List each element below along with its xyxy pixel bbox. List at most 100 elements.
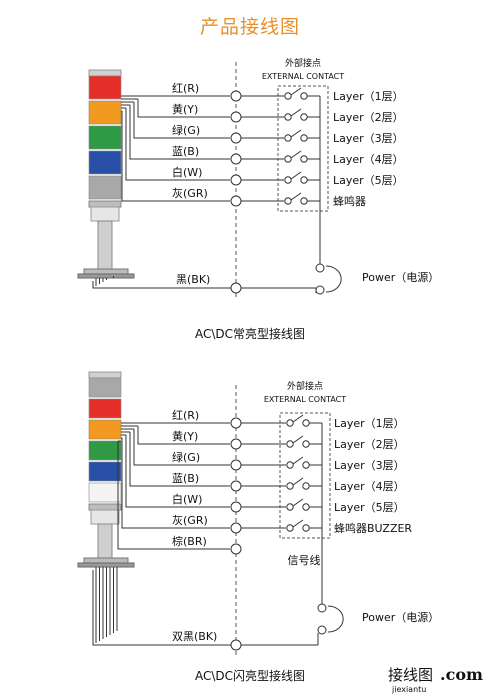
contact-point [300, 113, 308, 121]
wire [117, 441, 230, 550]
terminal [230, 111, 242, 123]
lamp-segment [88, 482, 122, 503]
switch-arm [292, 498, 304, 507]
contact-header-en: EXTERNAL CONTACT [262, 72, 344, 81]
common-label: 黑(BK) [176, 273, 210, 286]
wire [125, 108, 230, 181]
wire-label: 白(W) [172, 492, 202, 506]
lamp-segment [88, 419, 122, 440]
wire-label: 红(R) [172, 409, 199, 422]
contact-box [279, 412, 331, 539]
stack-foot [83, 557, 129, 564]
contact-point [286, 461, 294, 469]
wire-label: 棕(BR) [172, 534, 207, 548]
contact-point [302, 503, 310, 511]
stack-foot-plate [77, 562, 135, 568]
common-label: 双黑(BK) [172, 630, 217, 643]
wire-label: 蓝(B) [172, 472, 199, 485]
contact-point [302, 461, 310, 469]
stack-body [90, 509, 120, 525]
contact-point [286, 440, 294, 448]
wire [137, 99, 230, 118]
terminal [230, 90, 242, 102]
contact-point [302, 524, 310, 532]
output-label: Layer（5层） [333, 174, 404, 187]
output-label: Layer（4层） [333, 153, 404, 166]
terminal [230, 195, 242, 207]
output-label: Layer（3层） [333, 132, 404, 145]
contact-point [284, 176, 292, 184]
power-terminal [317, 603, 327, 613]
contact-box [277, 85, 329, 212]
lamp-segment [88, 461, 122, 482]
output-label: Layer（3层） [334, 459, 405, 472]
contact-point [286, 503, 294, 511]
terminal [230, 153, 242, 165]
contact-point [284, 113, 292, 121]
watermark-domain: jiexiantu [391, 685, 426, 694]
power-terminal [317, 625, 327, 635]
contact-header-cn: 外部接点 [287, 380, 323, 392]
switch-arm [290, 108, 302, 117]
contact-point [286, 482, 294, 490]
wire [129, 105, 230, 160]
power-terminal [315, 285, 325, 295]
stack-pole [97, 523, 113, 559]
wire-label: 黄(Y) [172, 102, 198, 116]
switch-arm [290, 150, 302, 159]
switch-arm [290, 87, 302, 96]
switch-arm [290, 192, 302, 201]
wire [133, 429, 230, 466]
output-label: Layer（1层） [334, 417, 405, 430]
lamp-segment [88, 398, 122, 419]
watermark-dotcom: .com [440, 665, 483, 684]
contact-point [302, 482, 310, 490]
output-label: Layer（4层） [334, 480, 405, 493]
contact-point [284, 197, 292, 205]
terminal [230, 639, 242, 651]
lamp-segment [88, 175, 122, 200]
watermark: 接线图 .com jiexiantu [388, 665, 483, 694]
stack-pole [97, 220, 113, 270]
wire-label: 灰(GR) [172, 186, 208, 200]
stack-cap [88, 371, 122, 379]
lamp-segment [88, 377, 122, 398]
stack-base-ring [88, 503, 122, 511]
switch-arm [290, 129, 302, 138]
contact-point [284, 134, 292, 142]
power-label: Power（电源） [362, 270, 439, 284]
page-title: 产品接线图 [199, 16, 300, 38]
lamp-segment [88, 100, 122, 125]
wire [121, 111, 230, 202]
power-terminal [315, 263, 325, 273]
wire-label: 白(W) [172, 165, 202, 179]
contact-header-en: EXTERNAL CONTACT [264, 395, 346, 404]
contact-point [284, 92, 292, 100]
switch-arm [292, 519, 304, 528]
switch-arm [292, 435, 304, 444]
power-arc [327, 605, 344, 633]
switch-arm [292, 456, 304, 465]
terminal [230, 282, 242, 294]
output-label: Layer（1层） [333, 90, 404, 103]
output-label: 蜂鸣器BUZZER [334, 521, 412, 535]
lamp-segment [88, 150, 122, 175]
terminal [230, 459, 242, 471]
wire-label: 蓝(B) [172, 145, 199, 158]
lamp-segment [88, 125, 122, 150]
contact-point [300, 197, 308, 205]
common-wire [92, 281, 231, 289]
power-arc [325, 265, 342, 293]
wire [133, 102, 230, 139]
contact-point [300, 134, 308, 142]
wire-label: 绿(G) [172, 450, 200, 464]
stack-base-ring [88, 200, 122, 208]
terminal [230, 522, 242, 534]
diagram-caption: AC\DC闪亮型接线图 [195, 668, 305, 683]
signal-label: 信号线 [288, 553, 321, 567]
watermark-cn: 接线图 [388, 666, 433, 684]
output-label: Layer（2层） [334, 438, 405, 451]
